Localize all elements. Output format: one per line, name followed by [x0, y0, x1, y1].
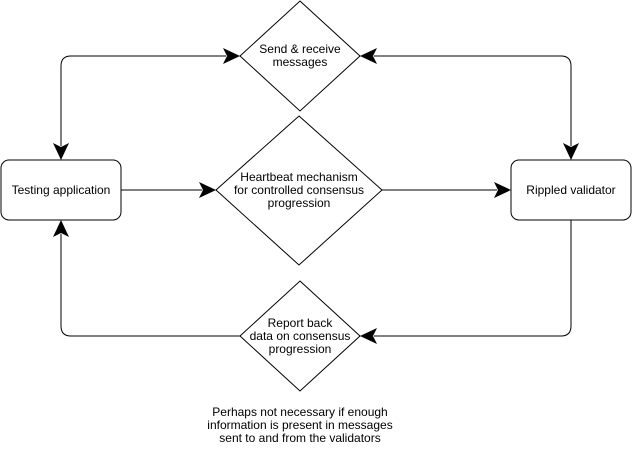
arrowhead-into-rippled-left [494, 182, 511, 198]
edge-report-to-testing [60, 234, 240, 337]
arrowhead-into-send-right [360, 48, 377, 64]
arrowhead-into-send-left [223, 48, 240, 64]
send-receive-label: Send & receive messages [259, 42, 341, 69]
arrowhead-into-rippled-top [563, 143, 579, 160]
note-text: Perhaps not necessary if enough informat… [207, 405, 393, 445]
report-back-label: Report back data on consensus progressio… [249, 316, 351, 356]
arrowhead-into-testing-bottom [53, 220, 69, 237]
edge-rippled-to-report [374, 220, 572, 337]
arrowhead-into-heartbeat [199, 182, 216, 198]
report-back-diamond[interactable] [239, 280, 361, 392]
rippled-validator-label: Rippled validator [526, 183, 616, 197]
edge-send-to-rippled [374, 55, 572, 146]
arrowhead-into-report [360, 328, 377, 344]
heartbeat-diamond[interactable] [215, 115, 383, 266]
send-receive-diamond[interactable] [239, 0, 361, 112]
arrowhead-into-testing-top [53, 143, 69, 160]
heartbeat-label: Heartbeat mechanism for controlled conse… [233, 170, 365, 210]
edge-send-to-testing [60, 55, 226, 146]
testing-application-label: Testing application [11, 183, 111, 197]
